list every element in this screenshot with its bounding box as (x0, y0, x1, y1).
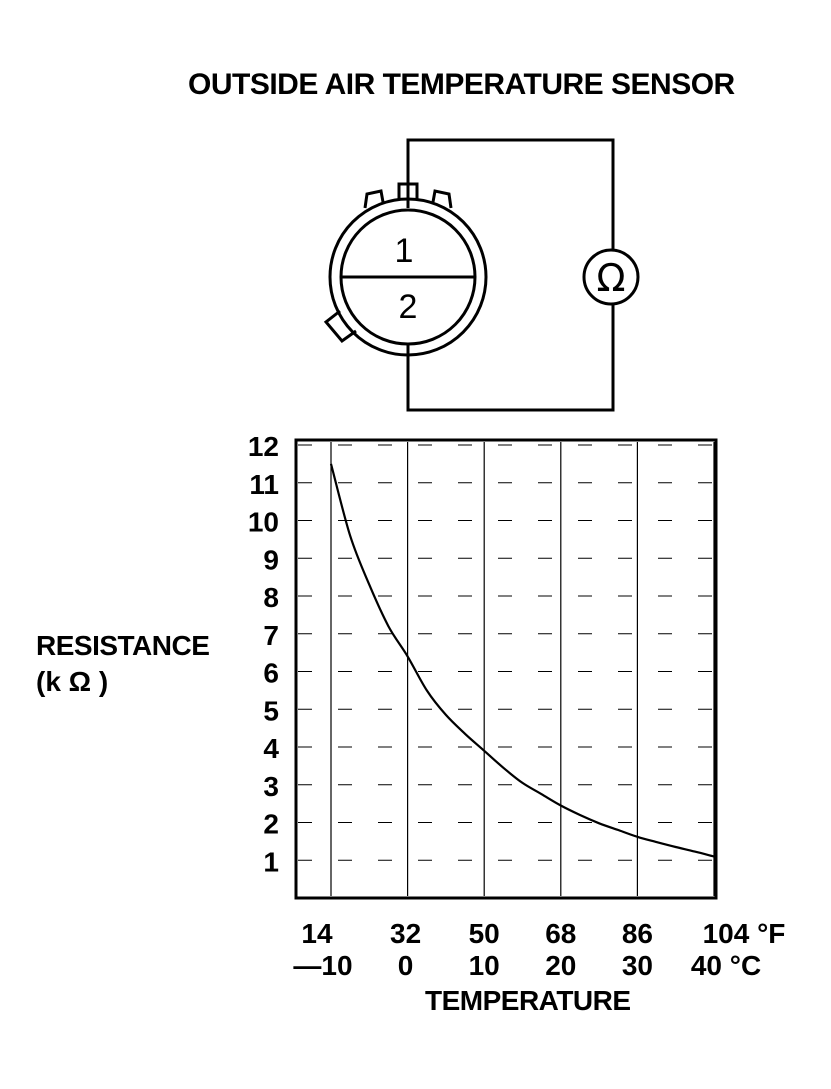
y-tick-label: 8 (263, 582, 279, 613)
y-tick-label: 5 (263, 695, 279, 726)
x-tick-label-celsius: 20 (545, 950, 576, 981)
sensor-diagram (323, 138, 640, 412)
x-tick-label-celsius: 30 (622, 950, 653, 981)
y-tick-label: 7 (263, 620, 279, 651)
x-tick-label-fahrenheit: 68 (545, 918, 576, 949)
test-lead-bottom (406, 303, 615, 412)
x-tick-label-celsius: 0 (398, 950, 414, 981)
plot-frame (294, 438, 718, 900)
connector-latch (323, 309, 357, 344)
x-tick-label-celsius: 40 °C (691, 950, 761, 981)
connector-tab-left (363, 189, 385, 209)
x-tick-label-fahrenheit: 32 (390, 918, 421, 949)
test-lead-top (406, 138, 615, 251)
y-axis-label: RESISTANCE (36, 630, 210, 661)
x-axis-label: TEMPERATURE (425, 985, 631, 1016)
page-title: OUTSIDE AIR TEMPERATURE SENSOR (188, 68, 735, 101)
connector-tab-right (431, 189, 453, 209)
y-tick-label: 10 (248, 507, 279, 538)
y-tick-label: 9 (263, 544, 279, 575)
resistance-curve (329, 463, 715, 858)
y-tick-label: 12 (248, 431, 279, 462)
terminal-1-label: 1 (395, 232, 414, 270)
x-tick-label-fahrenheit: 14 (301, 918, 333, 949)
x-tick-label-fahrenheit: 50 (469, 918, 500, 949)
ohm-symbol: Ω (596, 256, 625, 300)
x-tick-label-fahrenheit: 104 °F (703, 918, 786, 949)
y-tick-label: 2 (263, 809, 279, 840)
ohmmeter-icon (582, 248, 640, 306)
y-tick-label: 11 (249, 469, 279, 500)
chart-grid (298, 442, 715, 896)
y-tick-label: 3 (263, 771, 279, 802)
x-tick-labels-fahrenheit: 14 32 50 68 86 104 °F (301, 918, 785, 949)
x-tick-label-celsius: 10 (469, 950, 500, 981)
x-tick-label-fahrenheit: 86 (622, 918, 653, 949)
x-tick-labels-celsius: —10 0 10 20 30 40 °C (293, 950, 761, 981)
y-tick-label: 1 (263, 846, 279, 877)
x-tick-label-celsius: —10 (293, 950, 352, 981)
y-axis-unit: (k Ω ) (36, 666, 109, 697)
y-tick-label: 4 (263, 733, 279, 764)
terminal-2-label: 2 (399, 288, 418, 326)
y-tick-label: 6 (263, 658, 279, 689)
